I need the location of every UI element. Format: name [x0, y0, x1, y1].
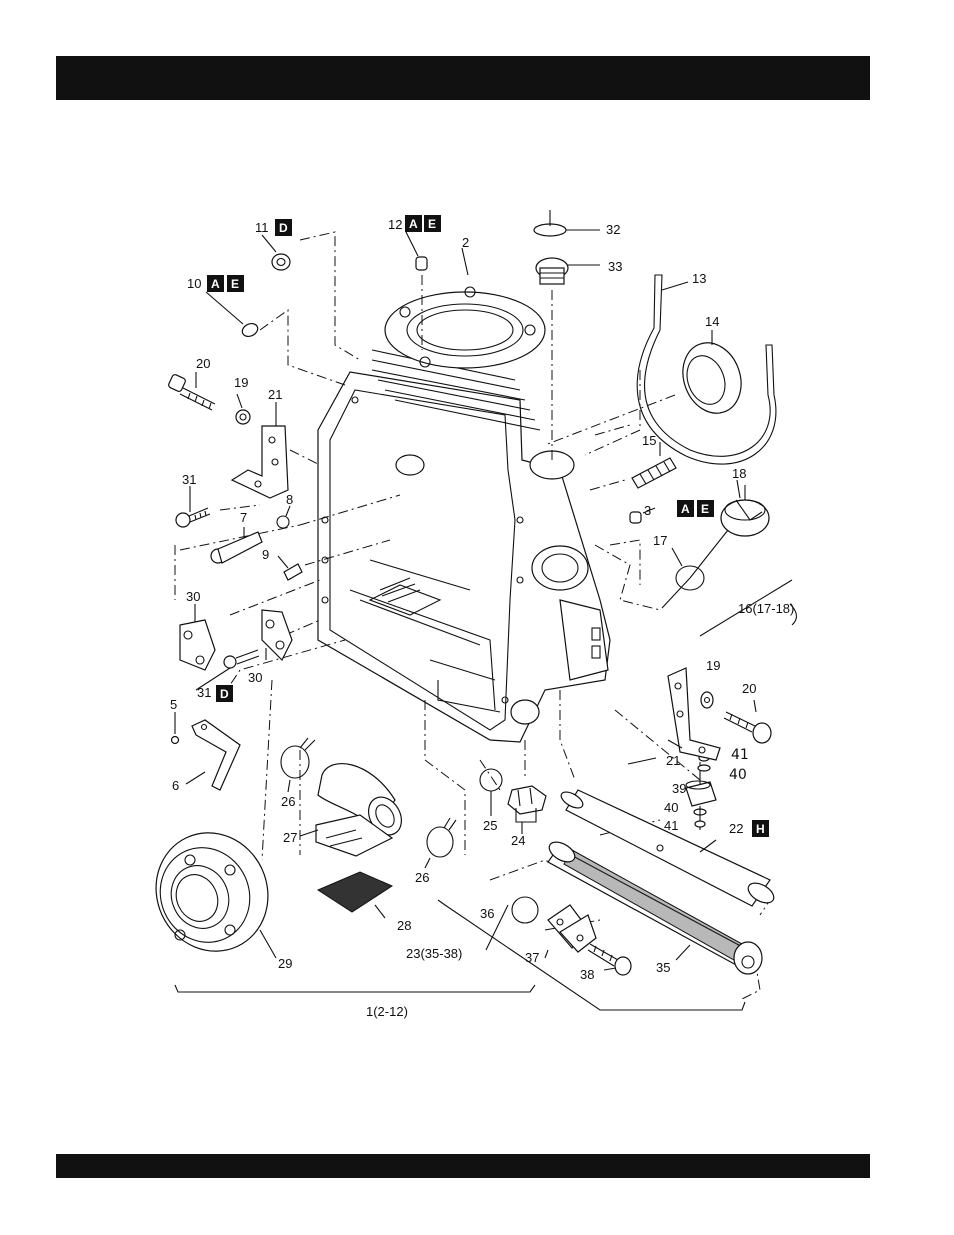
label-19-left: 19 — [234, 375, 248, 390]
part-24-drain-plug — [508, 786, 546, 834]
svg-text:A: A — [409, 217, 418, 231]
label-36: 36 — [480, 906, 494, 921]
label-33: 33 — [608, 259, 622, 274]
label-11: 11 — [255, 220, 269, 235]
label-10: 10 — [187, 276, 201, 291]
label-5: 5 — [170, 697, 177, 712]
part-31-bolt-left — [176, 486, 210, 527]
label-37: 37 — [525, 950, 539, 965]
svg-text:E: E — [701, 502, 709, 516]
label-21-left: 21 — [268, 387, 282, 402]
label-38: 38 — [580, 967, 594, 982]
label-12: 12 — [388, 217, 402, 232]
part-19-washer-left — [236, 410, 250, 424]
label-23: 23(35-38) — [406, 946, 462, 961]
part-8-o-ring — [277, 506, 290, 528]
part-11-nut — [272, 254, 290, 270]
label-28: 28 — [397, 918, 411, 933]
label-2: 2 — [462, 235, 469, 250]
badge-ae-10: A E — [207, 275, 244, 292]
label-7: 7 — [240, 510, 247, 525]
svg-text:A: A — [681, 502, 690, 516]
label-15: 15 — [642, 433, 656, 448]
badge-d-11: D — [275, 219, 292, 236]
svg-text:E: E — [428, 217, 436, 231]
part-20-bolt-left — [168, 372, 215, 410]
svg-text:E: E — [231, 277, 239, 291]
label-16: 16(17-18) — [738, 601, 794, 616]
label-30-right: 30 — [248, 670, 262, 685]
part-7-pin — [211, 527, 262, 563]
label-20-right: 20 — [742, 681, 756, 696]
part-27-strainer — [300, 764, 408, 856]
part-41-nut-b — [695, 821, 705, 827]
label-32: 32 — [606, 222, 620, 237]
label-8: 8 — [286, 492, 293, 507]
label-18: 18 — [732, 466, 746, 481]
badge-ae-3: A E — [677, 500, 714, 517]
label-9: 9 — [262, 547, 269, 562]
badge-h-22: H — [752, 820, 769, 837]
label-31-bottom: 31 — [197, 685, 211, 700]
part-28-screen — [318, 872, 392, 918]
label-39: 39 — [672, 781, 686, 796]
part-17-o-ring — [662, 548, 704, 608]
part-19-washer-right — [701, 692, 713, 708]
label-30-left: 30 — [186, 589, 200, 604]
part-33-plug — [536, 258, 600, 284]
part-40-washer-a — [698, 765, 710, 771]
label-40: 40 — [664, 800, 678, 815]
part-14-seal — [673, 330, 750, 421]
part-36-o-ring — [512, 897, 538, 923]
part-30-cap-left — [180, 604, 215, 670]
crankcase-body — [318, 287, 610, 742]
label-6: 6 — [172, 778, 179, 793]
label-41: 41 — [664, 818, 678, 833]
part-32-cap — [534, 210, 600, 236]
label-21-right: 21 — [666, 753, 680, 768]
part-20-bolt-right — [724, 700, 771, 743]
part-9-pin — [278, 556, 302, 580]
label-17: 17 — [653, 533, 667, 548]
part-26-clip-left — [281, 738, 315, 792]
svg-text:A: A — [211, 277, 220, 291]
part-15-stud — [632, 442, 676, 488]
label-35: 35 — [656, 960, 670, 975]
label-22: 22 — [729, 821, 743, 836]
svg-text:D: D — [220, 687, 229, 701]
label-25: 25 — [483, 818, 497, 833]
part-6-plate — [186, 720, 240, 790]
part-5-screw — [172, 712, 179, 744]
badge-d-31: D — [216, 685, 233, 702]
part-29-bearing — [137, 814, 287, 969]
part-3-dowel — [630, 508, 655, 523]
label-40-hand: 40 — [729, 767, 747, 783]
svg-text:D: D — [279, 221, 288, 235]
part-12-dowel — [416, 257, 427, 270]
part-31-bolt-right — [224, 650, 259, 668]
label-19-right: 19 — [706, 658, 720, 673]
label-26-left: 26 — [281, 794, 295, 809]
part-21-bracket-right — [668, 668, 720, 760]
label-26-right: 26 — [415, 870, 429, 885]
badge-ae-12: A E — [405, 215, 441, 232]
part-26-clip-right — [425, 818, 456, 868]
svg-text:H: H — [756, 822, 765, 836]
label-20-left: 20 — [196, 356, 210, 371]
label-29: 29 — [278, 956, 292, 971]
part-18-oil-cap — [690, 485, 769, 578]
part-25-o-ring — [480, 769, 502, 816]
part-30-cap-right — [262, 610, 292, 660]
label-1: 1(2-12) — [366, 1004, 408, 1019]
label-3: 3 — [644, 503, 651, 518]
label-13: 13 — [692, 271, 706, 286]
label-24: 24 — [511, 833, 525, 848]
label-41-hand: 41 — [731, 747, 749, 763]
label-27: 27 — [283, 830, 297, 845]
part-35-screen-tube — [546, 838, 762, 974]
label-14: 14 — [705, 314, 719, 329]
label-31-top: 31 — [182, 472, 196, 487]
